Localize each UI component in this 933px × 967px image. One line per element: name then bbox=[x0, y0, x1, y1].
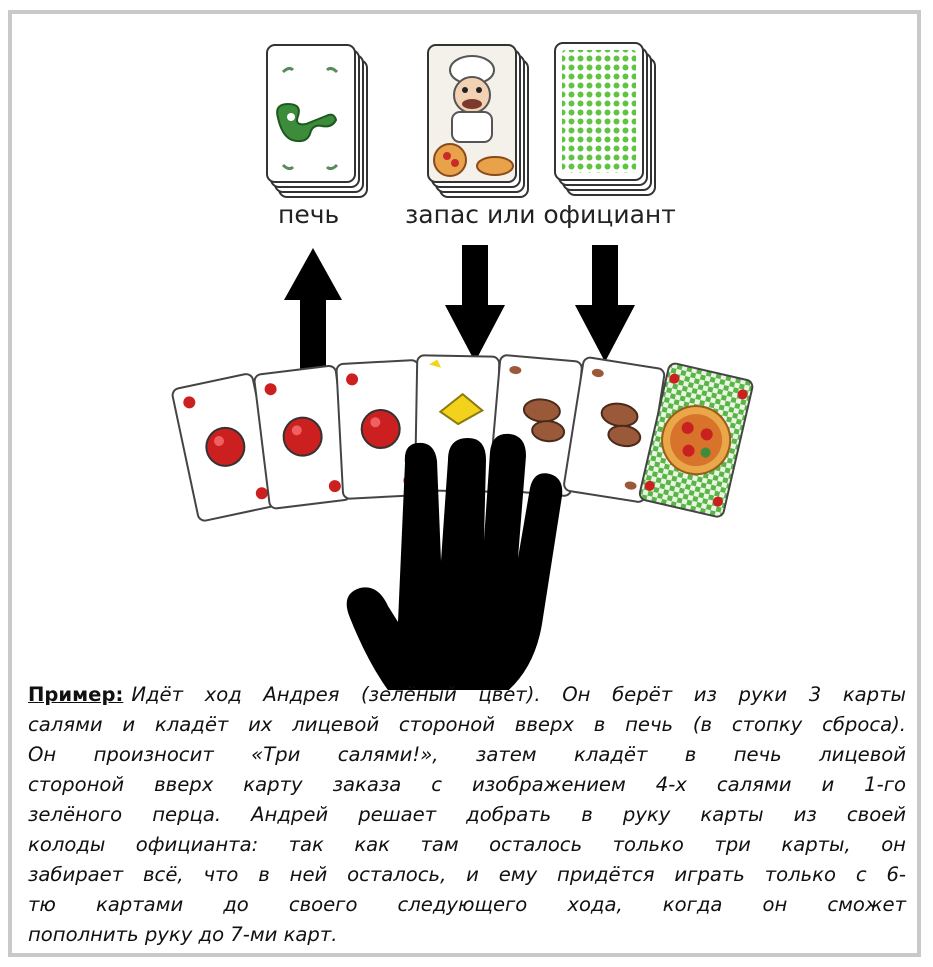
example-line: зелёного перца. Андрей решает добрать в … bbox=[28, 803, 906, 826]
oven-label: печь bbox=[278, 200, 340, 229]
arrow-up-icon bbox=[284, 248, 342, 372]
example-heading: Пример: bbox=[28, 683, 124, 706]
pizza-order-card bbox=[638, 362, 754, 518]
salami-card bbox=[253, 364, 352, 510]
example-line: Он произносит «Три салями!», затем кладё… bbox=[28, 743, 906, 766]
stock-pile bbox=[427, 44, 529, 198]
hand-icon bbox=[346, 433, 563, 690]
waiter-pile bbox=[554, 42, 656, 196]
arrow-down-icon bbox=[445, 245, 505, 362]
stock-or-waiter-label: запас или официант bbox=[405, 200, 676, 229]
mushroom-card bbox=[563, 356, 666, 503]
pepper-icon bbox=[276, 102, 338, 143]
example-line: Пример: Идёт ход Андрея (зелёный цвет). О… bbox=[28, 680, 906, 710]
example-line: забирает всё, что в ней осталось, и ему … bbox=[28, 863, 906, 886]
chef-icon bbox=[433, 55, 514, 177]
player-hand-cards bbox=[171, 354, 754, 522]
example-line: колоды официанта: так как там осталось т… bbox=[28, 833, 906, 856]
example-line: тю картами до своего следующего хода, ко… bbox=[28, 893, 906, 916]
example-line: салями и кладёт их лицевой стороной ввер… bbox=[28, 713, 906, 736]
salami-card bbox=[171, 373, 280, 522]
example-text: Пример: Идёт ход Андрея (зелёный цвет). О… bbox=[28, 680, 906, 950]
oven-pile bbox=[266, 44, 368, 198]
example-line: пополнить руку до 7-ми карт. bbox=[28, 923, 338, 946]
game-illustration bbox=[171, 42, 754, 690]
example-line-text: Идёт ход Андрея (зелёный цвет). Он берёт… bbox=[131, 683, 906, 706]
arrow-down-icon bbox=[575, 245, 635, 362]
example-line: стороной вверх карту заказа с изображени… bbox=[28, 773, 906, 796]
